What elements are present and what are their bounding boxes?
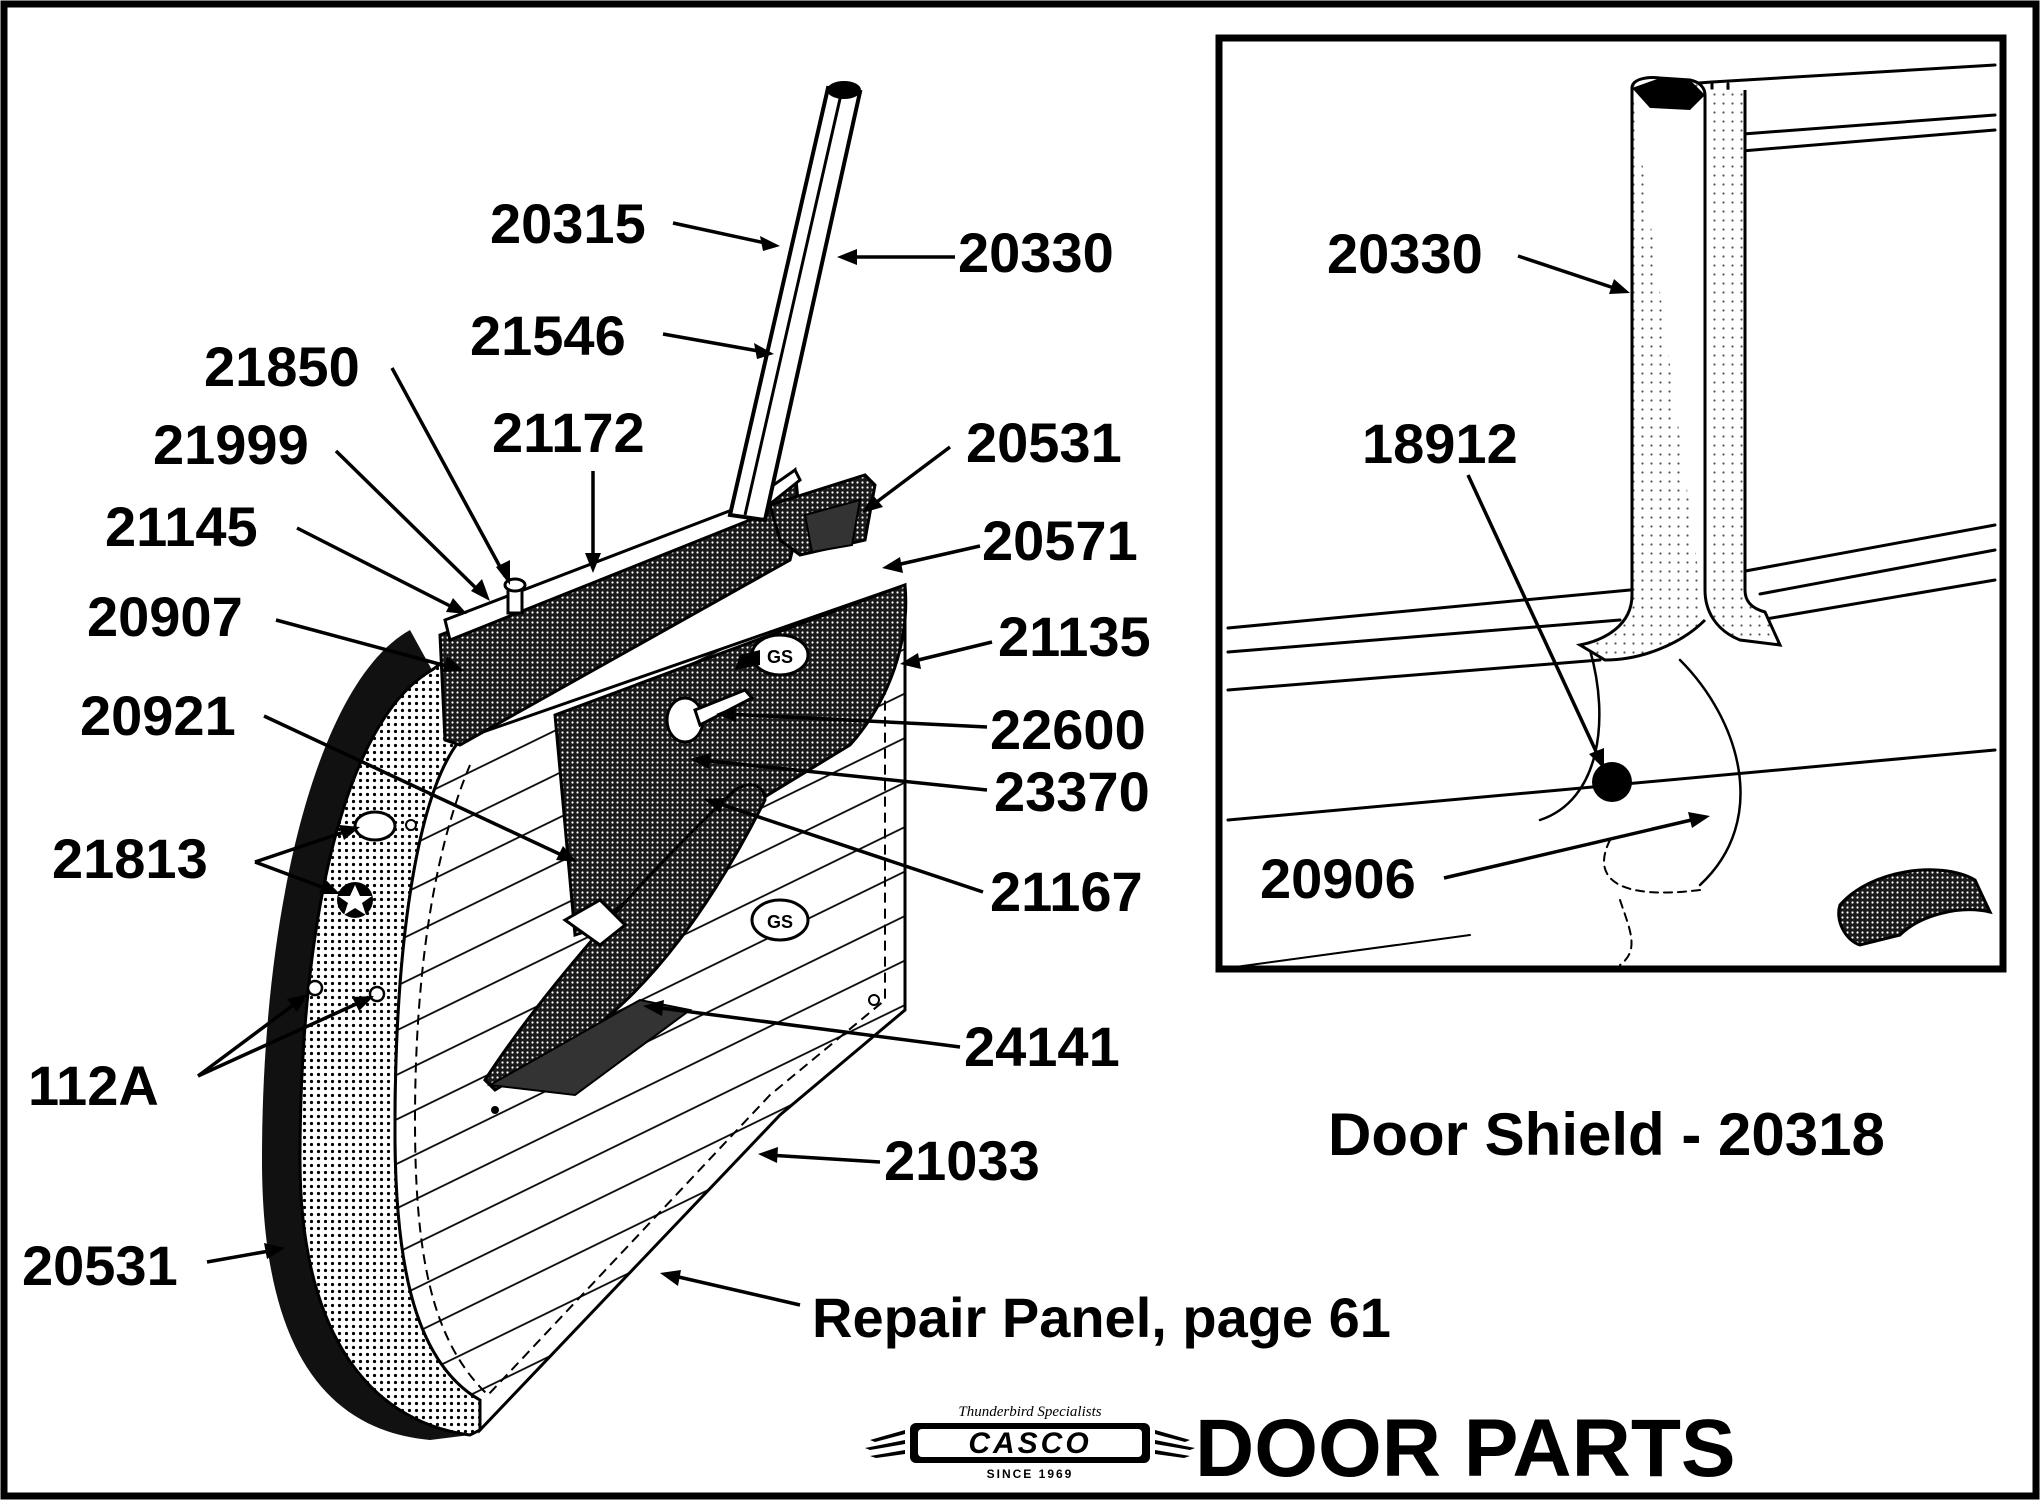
door-weatherstrip [262, 630, 470, 1440]
callout-21999: 21999 [153, 413, 309, 476]
callout-21172: 21172 [492, 401, 645, 464]
screw-3 [405, 819, 417, 831]
screw-2 [368, 985, 386, 1003]
callout-21546: 21546 [470, 304, 626, 367]
screw-1 [306, 979, 324, 997]
main-labels: 20315 20330 21546 21850 21172 21999 2053… [22, 192, 1391, 1349]
callout-20531-top: 20531 [966, 411, 1122, 474]
svg-text:GS: GS [767, 647, 793, 667]
callout-repair-panel: Repair Panel, page 61 [812, 1286, 1391, 1349]
upholstery-panel [553, 582, 908, 938]
logo-since: SINCE 1969 [987, 1467, 1074, 1481]
callout-21850: 21850 [204, 335, 360, 398]
callout-21033: 21033 [884, 1129, 1040, 1192]
casco-logo: CASCO Thunderbird Specialists SINCE 1969 [865, 1404, 1195, 1481]
callout-20330: 20330 [958, 221, 1114, 284]
inside-door-handle [665, 688, 755, 744]
callout-21167: 21167 [990, 860, 1143, 923]
inset-door-handle [1837, 868, 1993, 947]
armrest [483, 783, 767, 1092]
door-edge-star [338, 885, 372, 915]
callout-21813: 21813 [52, 827, 208, 890]
inset-channel-cap [1632, 78, 1705, 110]
callout-20907: 20907 [87, 585, 243, 648]
page-title: DOOR PARTS [1195, 1403, 1736, 1494]
door-panel-dashed-border [413, 600, 886, 1397]
callout-20571: 20571 [982, 509, 1138, 572]
callout-20315: 20315 [490, 192, 646, 255]
inset-callout-20906: 20906 [1260, 847, 1416, 910]
door-handle-bezel [562, 898, 628, 947]
door-edge-button-upper [353, 810, 397, 842]
window-crank-handle: GS [735, 633, 810, 677]
callout-21135: 21135 [998, 605, 1151, 668]
callout-20921: 20921 [80, 684, 236, 747]
vent-window [803, 498, 862, 554]
inset-callout-18912: 18912 [1362, 412, 1518, 475]
inset-window-channel [1630, 76, 1783, 647]
screw-4 [868, 994, 880, 1006]
callout-22600: 22600 [990, 698, 1146, 761]
svg-text:GS: GS [767, 912, 793, 932]
inset-channel-base [1575, 88, 1707, 662]
logo-brand: CASCO [968, 1427, 1091, 1460]
armrest-lower [486, 998, 693, 1097]
lower-window-crank: GS [750, 898, 810, 942]
door-shield-caption: Door Shield - 20318 [1328, 1101, 1885, 1168]
inset-plug-hole [1592, 762, 1632, 802]
inset-door-shield: 20330 18912 20906 [1215, 34, 2007, 973]
window-channel [727, 85, 863, 523]
inset-frame [1215, 34, 2007, 973]
inset-callout-20330: 20330 [1327, 222, 1483, 285]
door-lock-knob [503, 577, 527, 615]
main-leaders [196, 221, 993, 1307]
callout-24141: 24141 [964, 1015, 1120, 1078]
callout-112a: 112A [28, 1054, 159, 1117]
callout-21145: 21145 [105, 495, 258, 558]
callout-23370: 23370 [994, 760, 1150, 823]
window-channel-top [827, 81, 861, 99]
screw-5 [491, 1106, 499, 1114]
logo-tagline: Thunderbird Specialists [958, 1404, 1101, 1420]
callout-20531-bottom: 20531 [22, 1234, 178, 1297]
window-channel-groove [743, 89, 844, 516]
